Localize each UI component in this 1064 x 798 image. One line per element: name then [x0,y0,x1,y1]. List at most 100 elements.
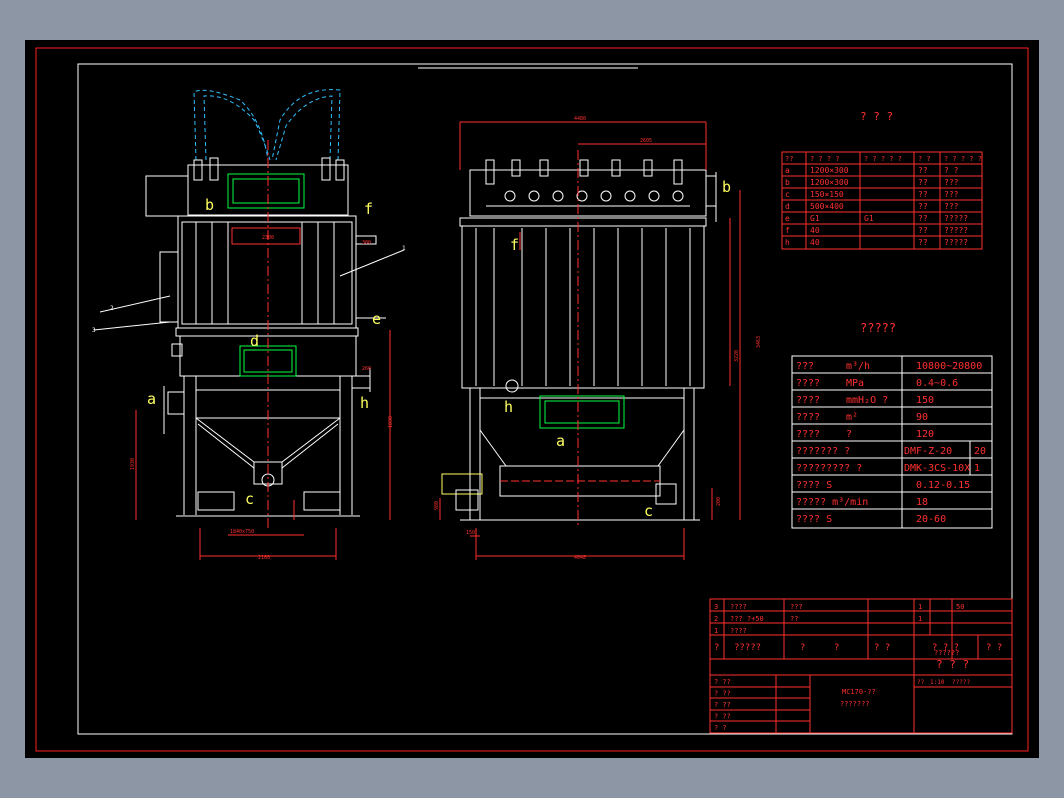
dim-text: 3463 [756,336,762,348]
label-h: h [360,394,369,412]
side-label-a: a [556,432,565,450]
nozzle-table-cell: ????? [944,238,968,247]
label-a: a [147,390,156,408]
spec-table-value: DMF-Z-20 [904,446,952,457]
nozzle-table-header-cell: ? ? ? ? [810,155,840,163]
spec-table-value: 90 [916,412,928,423]
nozzle-table-title: ? ? ? [860,110,893,123]
nozzle-table-cell: ????? [944,214,968,223]
spec-table-title: ????? [860,321,896,335]
nozzle-table-cell: 40 [810,226,820,235]
nozzle-table-cell: c [785,190,790,199]
spec-table-value: 18 [916,497,928,508]
spec-table-param: ??? [796,361,814,372]
side-inlet-a [539,395,625,429]
purge-pipes [486,190,690,207]
nozzle-table-cell: ????? [944,226,968,235]
side-label-b: b [722,178,731,196]
front-view-dims: 2300 1830 1930 2160 1840x750 260 300 [130,235,394,561]
spec-table-param: ???? [796,378,820,389]
nozzle-table-cell: ?? [918,238,928,247]
nozzle-table-cell: 1200×300 [810,166,849,175]
dim-text: 1840x750 [230,529,254,535]
nozzle-table-cell: ?? [918,214,928,223]
nozzle-table-cell: G1 [864,214,874,223]
nozzle-a [167,391,185,415]
bom-cell: 3 [714,603,718,611]
bom-cell: ?? [790,615,798,623]
side-view-labels: a b c f h [504,178,731,520]
nozzle-table-cell: ??? [944,178,959,187]
side-view-dims: 4480 2605 3220 3463 980 200 150 4048 [434,116,762,561]
spec-table-unit: MPa [846,378,864,389]
nozzle-table-cell: G1 [810,214,820,223]
bom-cell: ???? [730,627,747,635]
scale-label: ?? [917,679,925,686]
dim-text: 2605 [640,138,652,144]
signature-cell: ????? [734,643,761,653]
spec-table-value: 10800~20800 [916,361,982,372]
title-block-cells: ? ? ? MC170-?? ??????? ?? 1:10 ????? 3??… [714,603,1002,732]
nozzle-table [781,151,983,250]
dim-text: 200 [716,497,722,506]
nozzle-table-cell: d [785,202,790,211]
nozzle-table-cell: ? ? [944,166,959,175]
top-hatch [227,173,305,209]
label-d: d [250,332,259,350]
spec-table-unit: m² [846,412,858,423]
title-stamp: ? ? ? [936,658,969,671]
drawing-name: ??????? [840,700,870,708]
dim-text: 4480 [574,116,586,122]
label-b: b [205,196,214,214]
spec-table-qty: 20 [974,446,986,457]
spec-table-param: ???? [796,395,820,406]
side-nozzle-h [505,379,519,393]
body-upper-inner [181,221,353,325]
hose-right [271,89,341,161]
side-box [145,175,189,217]
signature-cell: ? [800,643,805,653]
drawing-number: MC170-?? [842,688,876,696]
nozzle-table-header-cell: ? ? [918,155,931,163]
inner-frame [77,63,1013,735]
dim-text: 150 [466,530,475,536]
inspection-door-inner [243,349,293,373]
spec-table-param: ????????? ? [796,463,862,474]
spec-table-unit: ? [846,429,852,440]
bom-cell: 50 [956,603,964,611]
front-view [93,89,405,560]
nozzle-table-cell: ?? [918,166,928,175]
spec-table-param: ????? m³/min [796,497,868,508]
spec-table-value: 0.12-0.15 [916,480,970,491]
bom-cell: 1 [918,603,922,611]
signature-cell: ? ? [874,643,890,653]
nozzle-table-cell: 1200×300 [810,178,849,187]
label-e: e [372,310,381,328]
nozzle-table-header-cell: ?? [785,155,793,163]
spec-table-value: DMK-3CS-10X [904,463,970,474]
spec-table-value: 0.4~0.6 [916,378,958,389]
nozzle-table-cell: ?? [918,202,928,211]
hose-left-inner [203,95,271,161]
title-block [709,598,1013,734]
callout-2: 2 [110,305,114,312]
front-view-callouts: 1 2 3 [92,245,406,334]
nozzle-table-cell: ?? [918,190,928,199]
nozzle-table-cell: e [785,214,790,223]
nozzle-table-cell: 150×150 [810,190,844,199]
hose-left [193,89,269,161]
approval-cell: ? ?? [714,701,731,709]
top-hatch-inner [232,178,300,204]
dim-text: 3220 [734,350,740,362]
spec-table-param: ???? S [796,480,832,491]
spec-table-unit: m³/h [846,361,870,372]
nozzle-f [355,235,377,245]
dim-text: 4048 [574,555,586,561]
dim-text: 2160 [258,555,270,561]
signature-cell: ? [834,643,839,653]
nozzle-table-cell: a [785,166,790,175]
side-view [439,121,741,560]
